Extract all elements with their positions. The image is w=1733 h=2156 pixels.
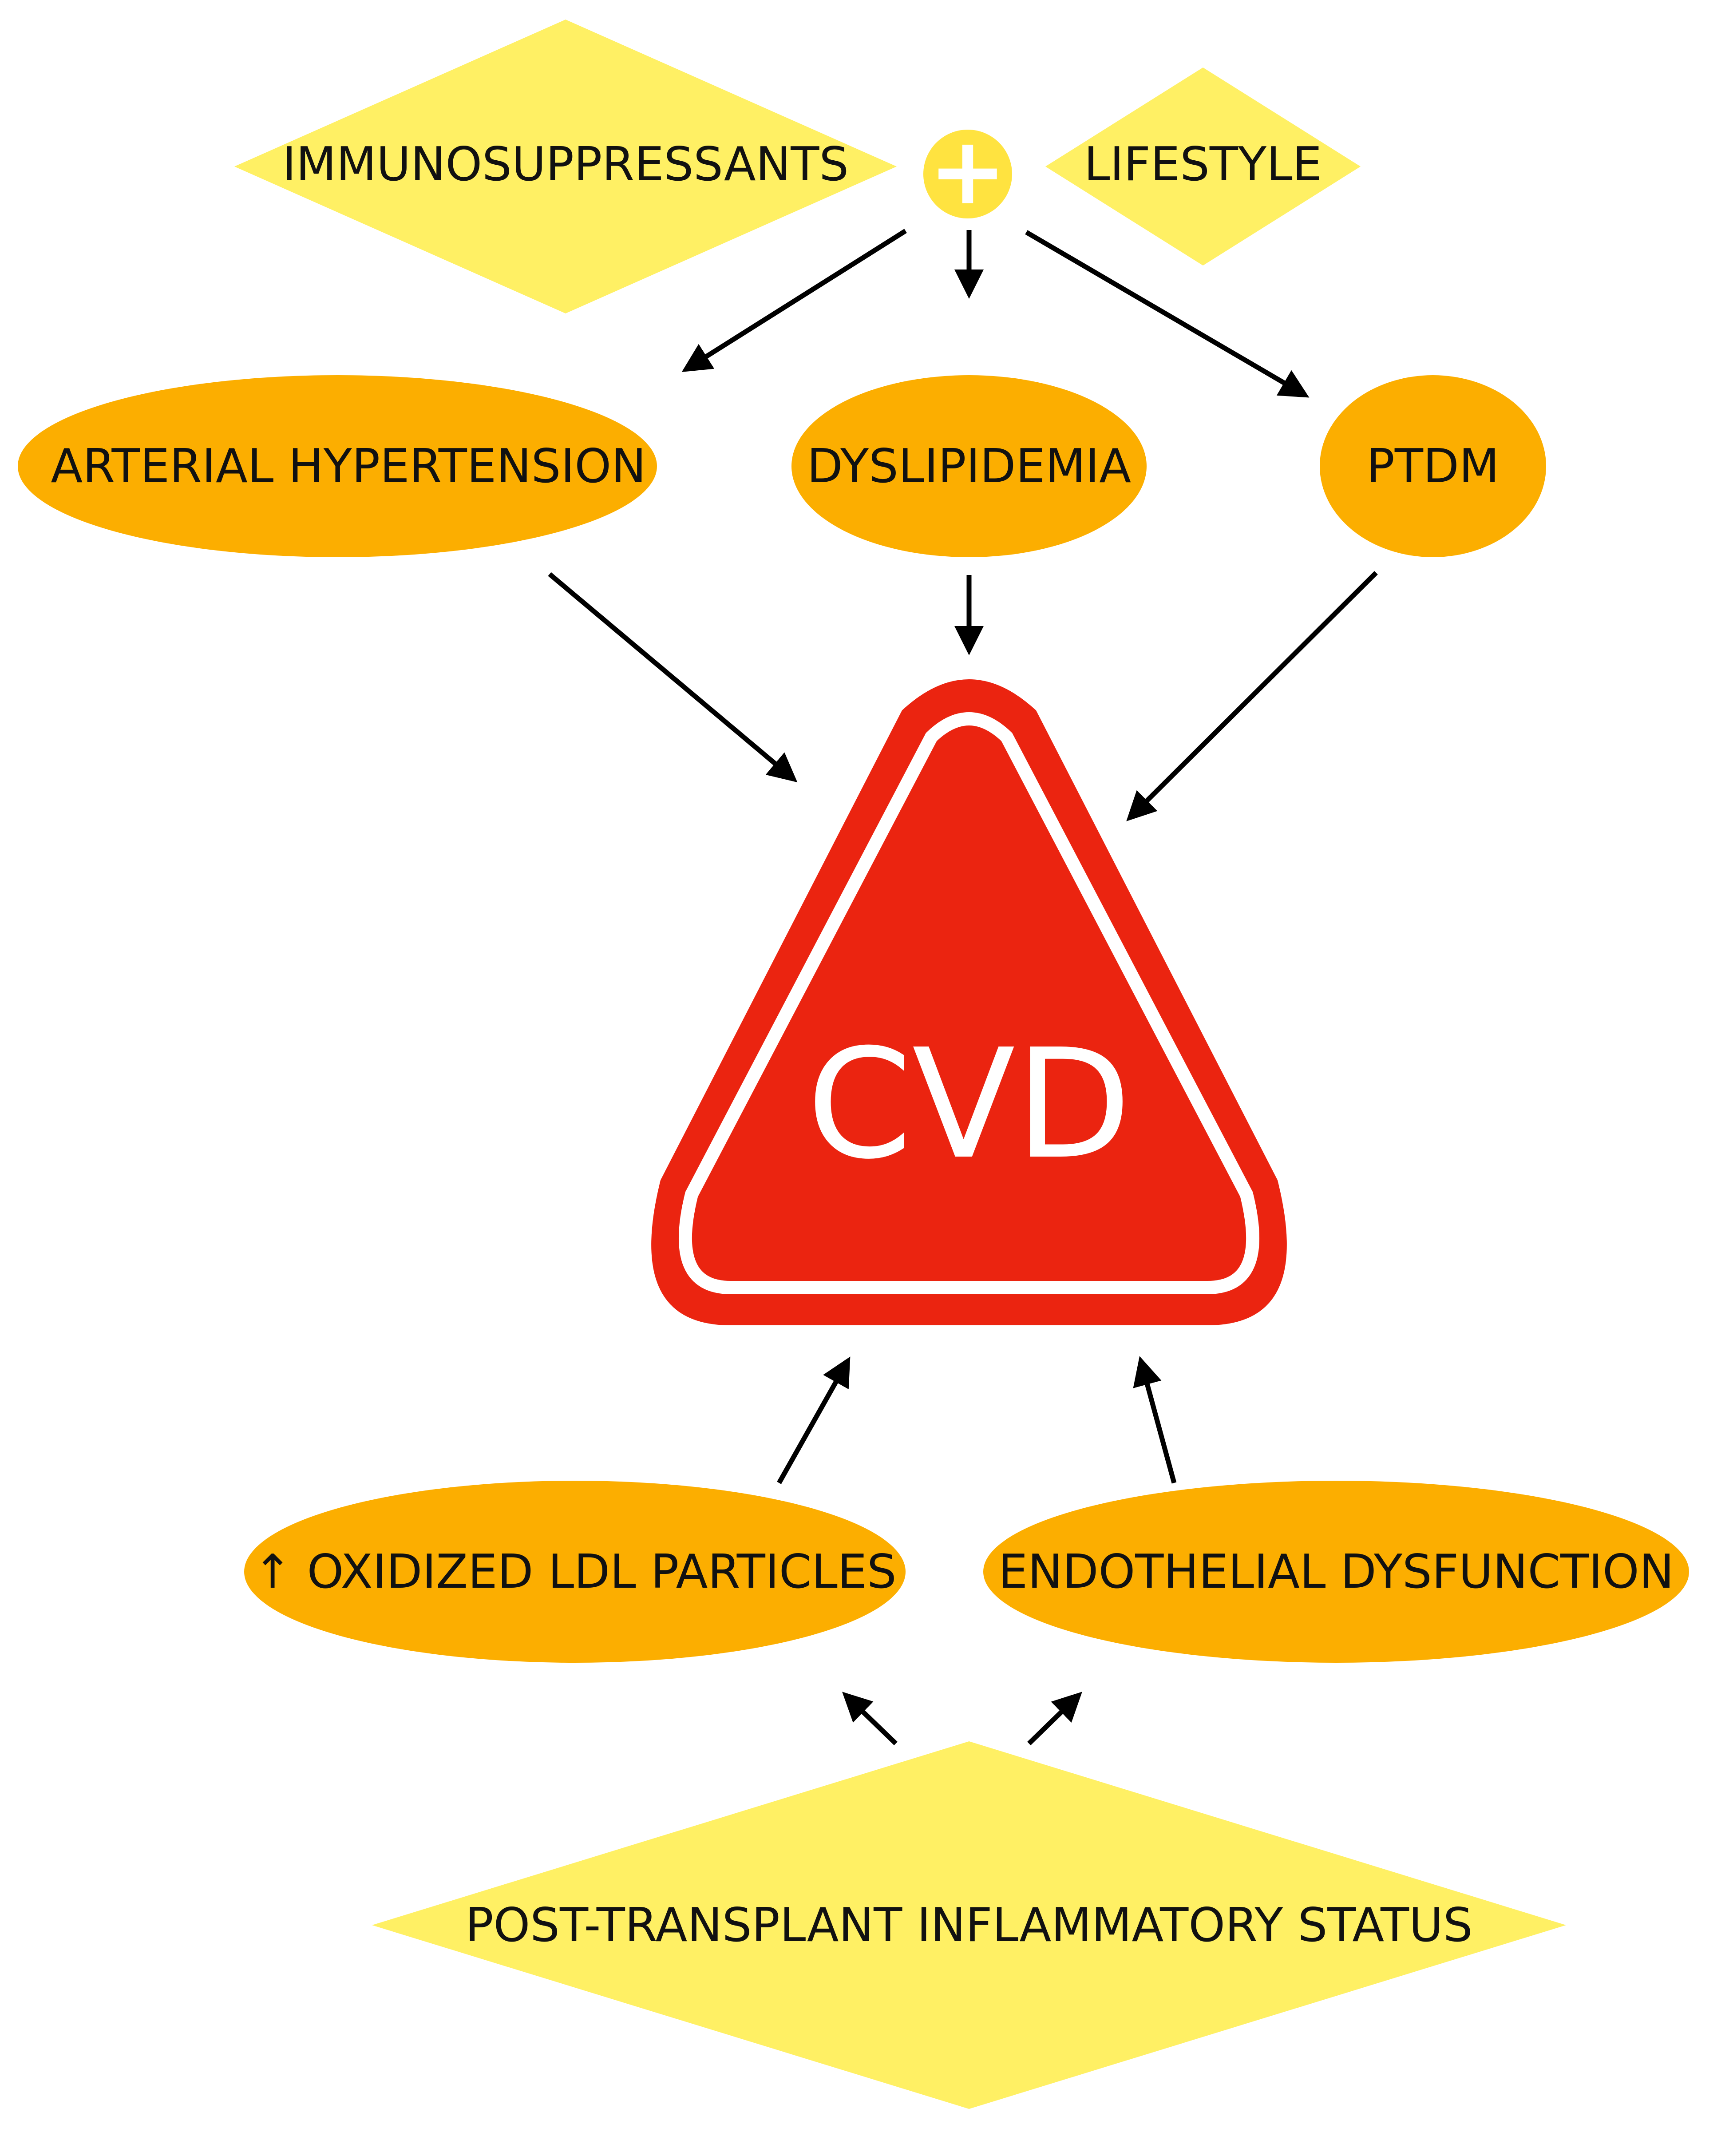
inflammation-diamond (372, 1741, 1566, 2109)
hypertension-label: ARTERIAL HYPERTENSION (51, 439, 646, 493)
dyslipidemia-label: DYSLIPIDEMIA (807, 439, 1131, 493)
arrow-endothelial-to-cvd (1133, 1356, 1177, 1484)
arrow-ldl-to-cvd (777, 1356, 851, 1484)
hypertension-ellipse (18, 375, 657, 557)
lifestyle-label: LIFESTYLE (1084, 137, 1322, 191)
endothelial-label: ENDOTHELIAL DYSFUNCTION (998, 1545, 1674, 1599)
cvd-warning-triangle-icon (651, 679, 1287, 1325)
ptdm-ellipse (1320, 375, 1546, 557)
plus-circle (923, 130, 1012, 218)
arrow-inflammation-to-ldl (842, 1692, 898, 1745)
immunosuppressants-diamond (234, 20, 897, 313)
cvd-label: CVD (807, 1017, 1132, 1193)
ptdm-label: PTDM (1367, 439, 1500, 493)
arrow-inflammation-to-endothelial (1027, 1692, 1082, 1745)
arrow-to-ptdm (1025, 230, 1310, 398)
oxidized-ldl-label: ↑ OXIDIZED LDL PARTICLES (253, 1545, 896, 1599)
arrow-hypertension-to-cvd (548, 572, 798, 783)
dyslipidemia-ellipse (791, 375, 1147, 557)
immunosuppressants-label: IMMUNOSUPPRESSANTS (282, 137, 849, 191)
endothelial-ellipse (983, 1481, 1689, 1663)
oxidized-ldl-ellipse (244, 1481, 906, 1663)
inflammation-label: POST-TRANSPLANT INFLAMMATORY STATUS (465, 1898, 1472, 1952)
arrow-ptdm-to-cvd (1126, 571, 1378, 821)
lifestyle-diamond (1045, 67, 1361, 266)
arrow-to-hypertension (681, 229, 907, 372)
plus-icon: + (929, 117, 1007, 226)
